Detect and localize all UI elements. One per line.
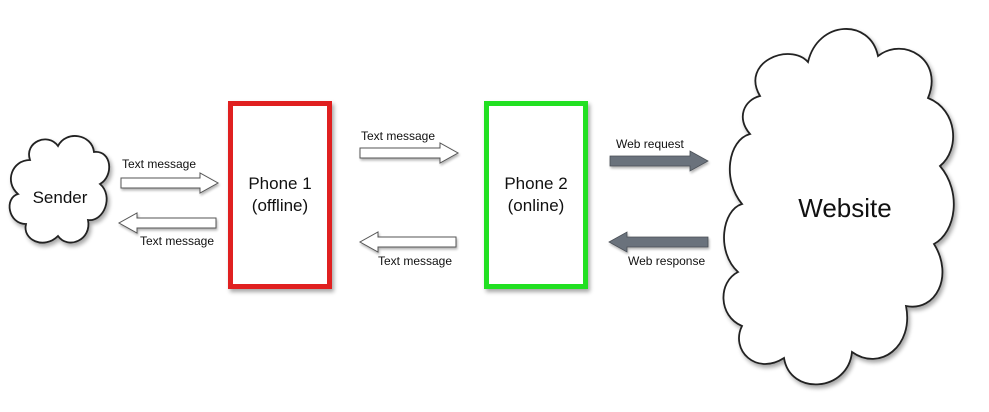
phone1-box: Phone 1 (offline): [228, 101, 332, 289]
phone2-status: (online): [507, 196, 565, 215]
arrow-phone2-to-phone1: Text message: [358, 231, 457, 268]
website-cloud-shape: [722, 28, 955, 386]
arrow-phone1-to-sender: Text message: [117, 212, 217, 248]
phone2-label: Phone 2: [504, 174, 568, 193]
phone1-label: Phone 1: [248, 174, 312, 193]
phone1-status: (offline): [251, 196, 309, 215]
arrow-phone2-to-website: Web request: [609, 137, 709, 172]
website-cloud: Website: [722, 28, 955, 386]
arrow-label-phone2-to-phone1: Text message: [378, 254, 452, 268]
arrow-label-website-to-phone2: Web response: [628, 254, 705, 268]
phone2-box: Phone 2 (online): [484, 101, 588, 289]
arrow-right-icon: [359, 142, 460, 164]
arrow-label-phone2-to-website: Web request: [616, 137, 684, 151]
sender-label: Sender: [33, 188, 88, 207]
arrow-left-icon: [358, 231, 457, 253]
arrow-left-icon: [608, 231, 709, 253]
arrow-label-phone1-to-phone2: Text message: [361, 129, 435, 143]
arrow-right-icon: [609, 150, 709, 172]
arrow-left-icon: [117, 212, 217, 234]
arrow-phone1-to-phone2: Text message: [359, 129, 460, 164]
website-label: Website: [798, 193, 891, 223]
arrow-label-phone1-to-sender: Text message: [140, 234, 214, 248]
arrow-right-icon: [120, 172, 220, 194]
arrow-website-to-phone2: Web response: [608, 231, 709, 268]
arrow-sender-to-phone1: Text message: [120, 157, 220, 194]
sender-cloud-shape: [8, 135, 110, 244]
sender-cloud: Sender: [8, 135, 110, 244]
arrow-label-sender-to-phone1: Text message: [122, 157, 196, 171]
